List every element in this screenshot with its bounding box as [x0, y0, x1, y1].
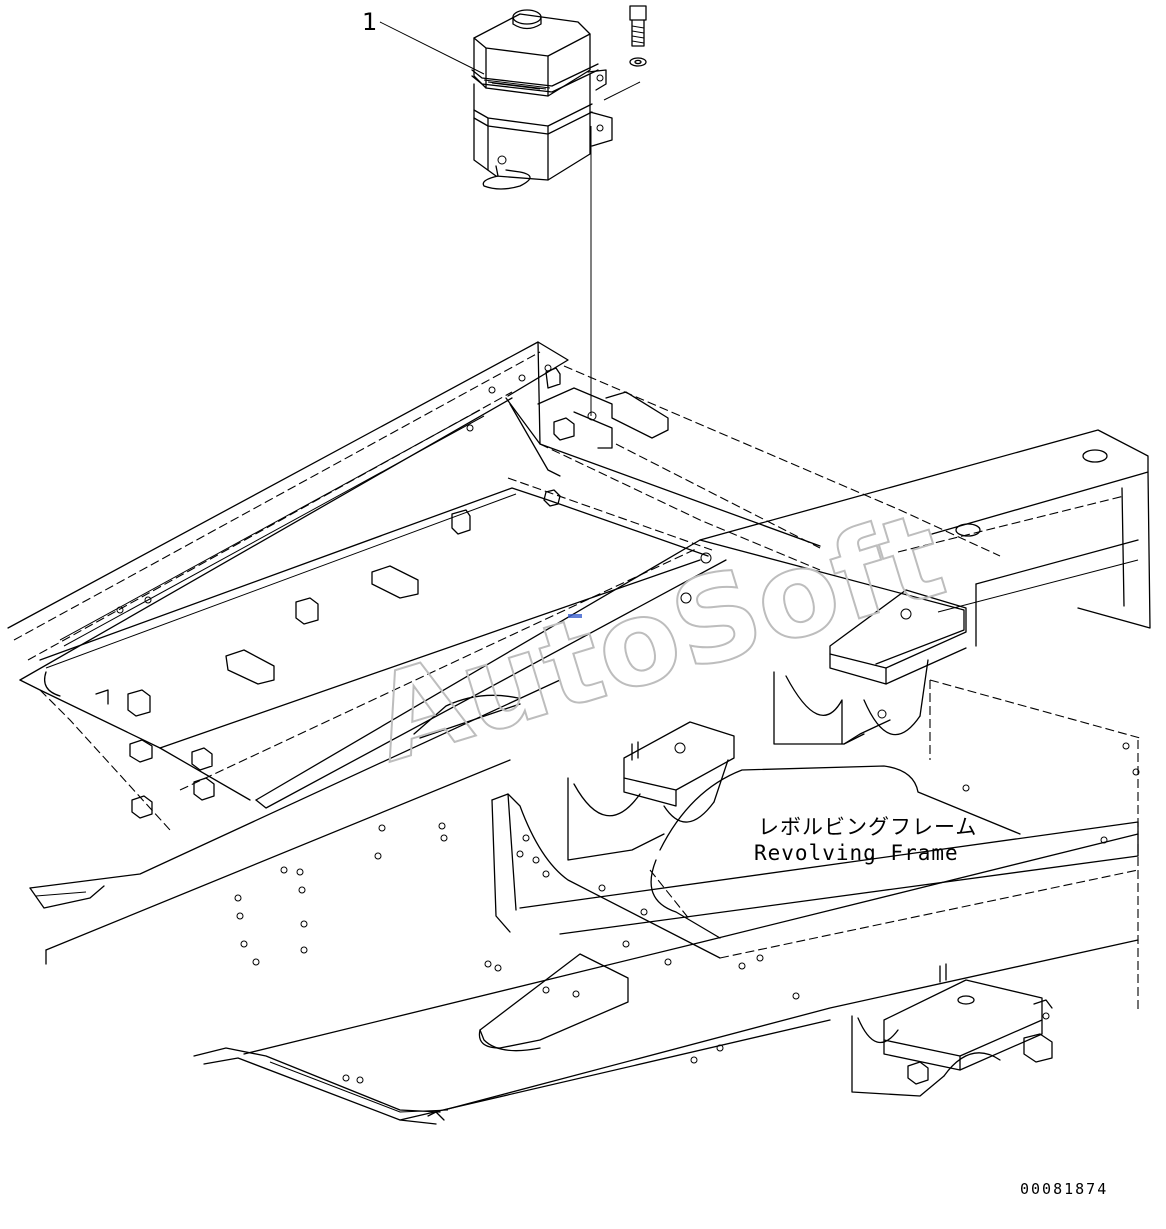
mounting-bolt[interactable] — [629, 5, 647, 47]
center-marker — [568, 614, 582, 618]
frame-label-english: Revolving Frame — [754, 841, 959, 865]
callout-1[interactable]: 1 — [362, 8, 485, 75]
assembly-leader-line-2 — [603, 81, 641, 101]
frame-label-japanese: レボルビングフレーム — [758, 815, 977, 839]
reservoir-tank[interactable] — [471, 9, 613, 190]
washer[interactable] — [629, 57, 647, 67]
drawing-number: 00081874 — [1020, 1180, 1108, 1198]
revolving-frame — [7, 341, 1151, 1125]
callout-number: 1 — [362, 8, 377, 36]
